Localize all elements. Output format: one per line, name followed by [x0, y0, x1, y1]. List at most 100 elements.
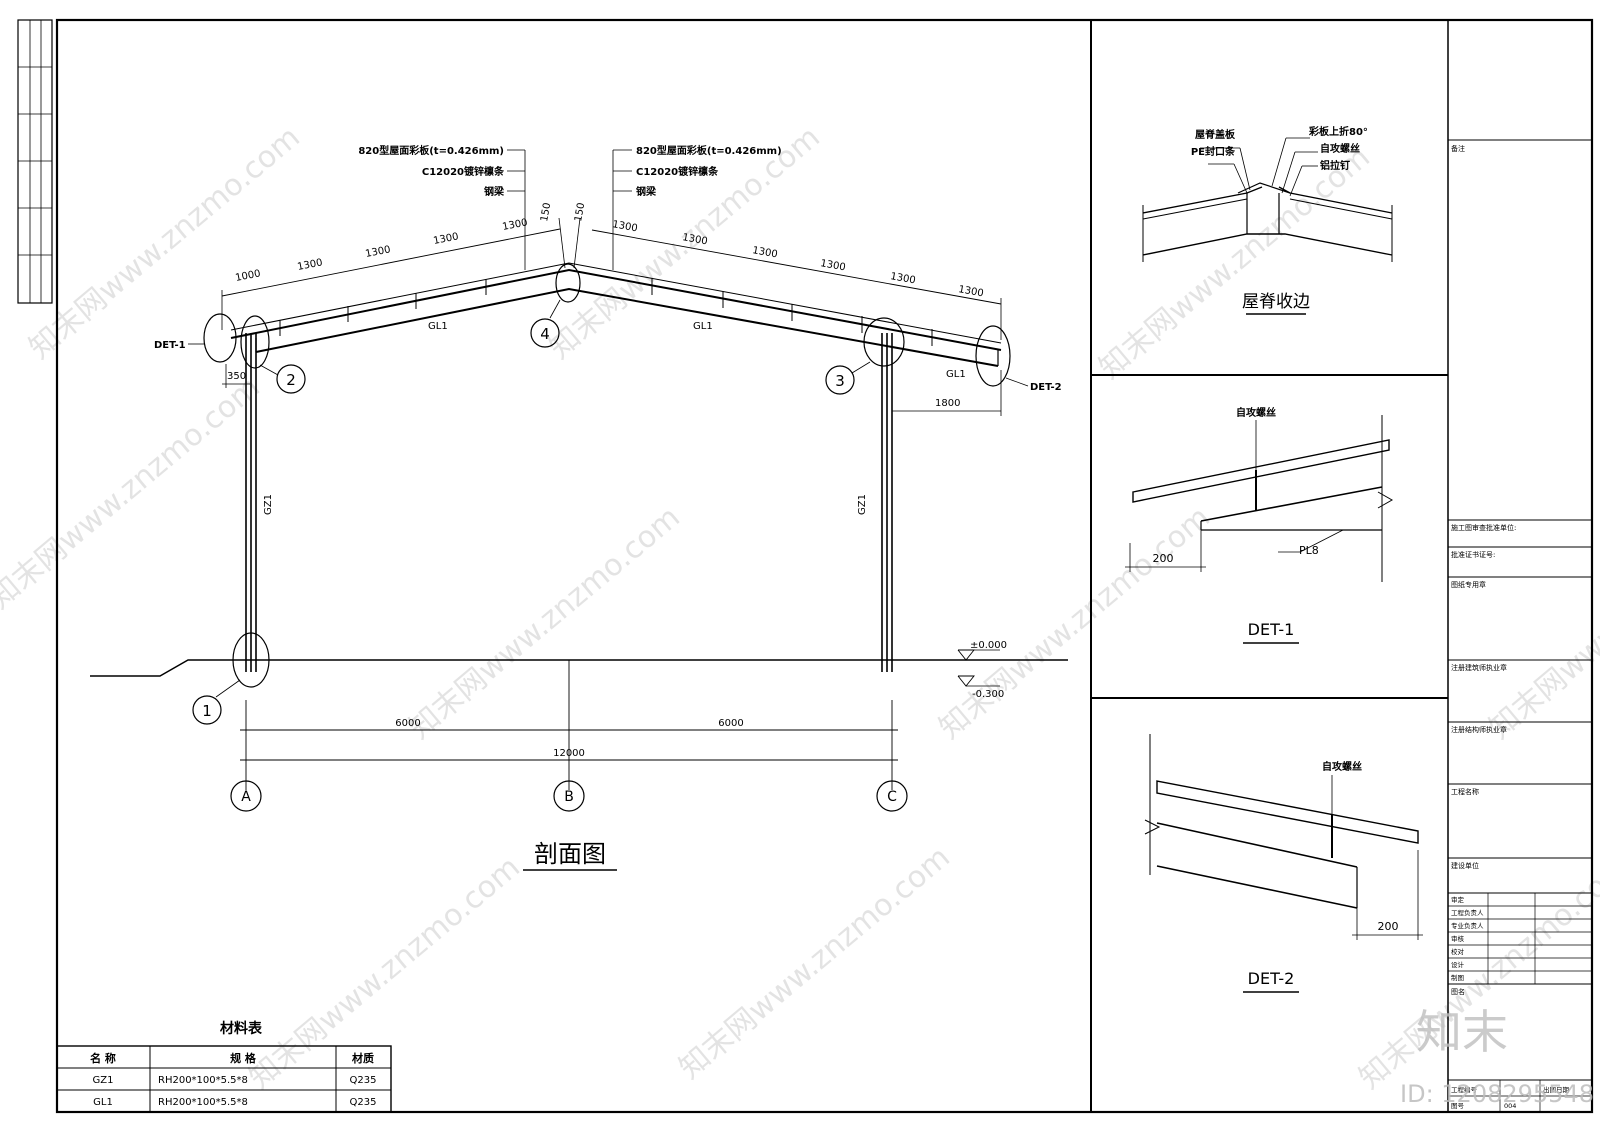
- ground-line: [90, 659, 1068, 677]
- beam-label: GL1: [946, 369, 966, 380]
- table-cell: Q235: [350, 1075, 377, 1086]
- det2-dim: 200: [1378, 920, 1399, 933]
- det2-detail: 自攻螺丝 200 DET-2: [1144, 734, 1423, 993]
- tb-sheet-no: 004: [1504, 1102, 1516, 1110]
- det1-label: 自攻螺丝: [1236, 406, 1276, 419]
- tb-role: 审定: [1451, 895, 1465, 904]
- overhang-dimension: 1800: [892, 370, 1002, 416]
- column-label: GZ1: [263, 494, 274, 515]
- det-label: DET-2: [1030, 382, 1062, 393]
- purlin-dim: 1300: [681, 232, 708, 247]
- tb-date: 出图日期: [1543, 1085, 1570, 1094]
- table-cell: GL1: [93, 1097, 113, 1108]
- table-header: 规 格: [230, 1051, 257, 1065]
- axis-label: B: [564, 789, 574, 805]
- purlin-dim: 1300: [432, 231, 459, 247]
- eave-dimension: 350: [222, 364, 250, 388]
- section-title: 剖面图: [534, 840, 606, 868]
- brand-logo-text: 知末: [1416, 1005, 1508, 1059]
- span-dimensions: 6000 6000 12000: [240, 660, 898, 790]
- axis-bubble-b: B: [553, 780, 585, 812]
- roof-beam: [230, 262, 1002, 367]
- purlin-dim: 1000: [234, 268, 261, 284]
- node-number: 2: [286, 371, 296, 389]
- node-number: 3: [835, 372, 845, 390]
- callout-text: C12020镀锌檩条: [636, 165, 719, 178]
- image-id-text: ID: 1208295548: [1400, 1080, 1594, 1108]
- table-cell: RH200*100*5.5*8: [158, 1075, 248, 1086]
- node4-marker: [555, 263, 581, 303]
- callout-text: 820型屋面彩板(t=0.426mm): [636, 144, 782, 157]
- purlin-dimension-line: [221, 228, 1002, 340]
- det1-detail: 自攻螺丝 200 PL8 DET-1: [1125, 406, 1394, 644]
- node-number: 4: [540, 325, 550, 343]
- tb-drawing-name: 图名: [1451, 987, 1465, 996]
- callout-text: 钢梁: [636, 185, 657, 198]
- column-left: [245, 333, 257, 672]
- watermark-text: 知末网www.znzmo.com: [23, 120, 307, 366]
- ridge-label: 铝拉钉: [1320, 159, 1350, 172]
- dim-text: 1800: [935, 398, 960, 409]
- purlin-dim: 1300: [751, 245, 778, 260]
- beam-label: GL1: [428, 321, 448, 332]
- tb-client: 建设单位: [1451, 861, 1479, 870]
- level-marks: ±0.000 -0.300: [957, 640, 1007, 700]
- ridge-label: 彩板上折80°: [1308, 125, 1368, 138]
- sheet-frame: [17, 18, 1594, 1114]
- table-cell: RH200*100*5.5*8: [158, 1097, 248, 1108]
- det2-marker: [975, 325, 1011, 387]
- watermark-text: 知末网www.znzmo.com: [1093, 140, 1377, 386]
- materials-table-title: 材料表: [220, 1020, 263, 1037]
- node2-marker: [240, 315, 270, 369]
- tb-role: 设计: [1451, 960, 1465, 969]
- ridge-label: PE封口条: [1191, 145, 1236, 158]
- purlin-dim: 1300: [611, 219, 638, 234]
- dim-text: 350: [227, 371, 246, 382]
- det2-label: 自攻螺丝: [1322, 760, 1362, 773]
- purlin-dim: 1300: [296, 257, 323, 273]
- tb-remarks: 备注: [1451, 144, 1465, 153]
- watermark-text: 知末网www.znzmo.com: [243, 850, 527, 1096]
- axis-bubble-c: C: [876, 780, 908, 812]
- node-circle-3: 3: [825, 361, 871, 395]
- tb-drawing-no: 图号: [1451, 1102, 1465, 1110]
- purlin-dim: 1300: [889, 271, 916, 286]
- purlin-dim: 1300: [501, 217, 528, 233]
- ridge-dim: 150: [573, 202, 587, 223]
- level-text: ±0.000: [970, 640, 1007, 651]
- ridge-detail-title: 屋脊收边: [1242, 292, 1310, 312]
- table-header: 材质: [352, 1051, 374, 1065]
- tb-role: 工程负责人: [1451, 908, 1484, 917]
- beam-label: GL1: [693, 321, 713, 332]
- ridge-label: 自攻螺丝: [1320, 142, 1360, 155]
- node-circle-4: 4: [530, 299, 561, 348]
- title-block: 备注 施工图审查批准单位: 批准证书证号: 图纸专用章 注册建筑师执业章 注册结…: [1448, 139, 1592, 1112]
- callout-right: 820型屋面彩板(t=0.426mm) C12020镀锌檩条 钢梁: [612, 144, 782, 270]
- watermark-text: 知末网www.znzmo.com: [933, 500, 1217, 746]
- callout-text: C12020镀锌檩条: [422, 165, 505, 178]
- ridge-label: 屋脊盖板: [1195, 128, 1236, 141]
- purlin-dim: 1300: [957, 284, 984, 299]
- det1-title: DET-1: [1248, 620, 1295, 639]
- det1-marker: [203, 313, 237, 363]
- node-number: 1: [202, 702, 212, 720]
- dim-text: 12000: [553, 748, 585, 759]
- tb-role: 校对: [1451, 947, 1465, 956]
- det1-dim: 200: [1153, 552, 1174, 565]
- purlins: [279, 278, 933, 346]
- node-circle-1: 1: [192, 679, 241, 725]
- det2-title: DET-2: [1248, 969, 1295, 988]
- tb-architect-seal: 注册建筑师执业章: [1451, 663, 1507, 672]
- ridge-dim: 150: [539, 202, 553, 223]
- dim-text: 6000: [395, 718, 420, 729]
- callout-text: 820型屋面彩板(t=0.426mm): [358, 144, 504, 157]
- callout-left: 820型屋面彩板(t=0.426mm) C12020镀锌檩条 钢梁: [358, 144, 526, 270]
- column-right: [881, 333, 893, 672]
- axis-bubble-a: A: [230, 780, 262, 812]
- level-text: -0.300: [972, 689, 1004, 700]
- table-header: 名 称: [90, 1051, 116, 1065]
- tb-seal: 图纸专用章: [1451, 580, 1486, 589]
- callout-text: 钢梁: [484, 185, 505, 198]
- tb-cert-no: 批准证书证号:: [1451, 550, 1495, 559]
